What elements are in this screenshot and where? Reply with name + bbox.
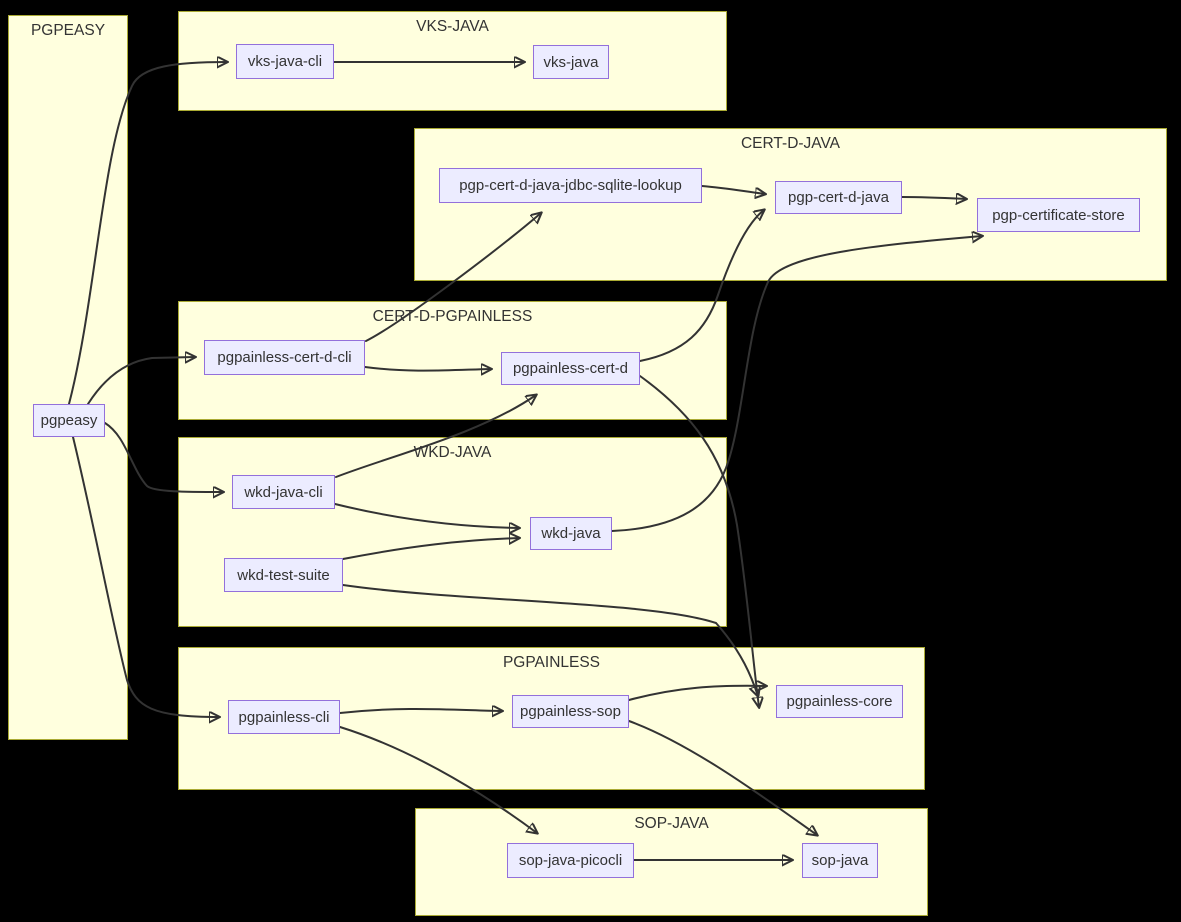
cluster-title-cert-d-java: CERT-D-JAVA [740,135,841,152]
node-sop-java: sop-java [802,843,878,878]
cluster-title-sop-java: SOP-JAVA [634,815,709,832]
node-pgp-certificate-store: pgp-certificate-store [977,198,1140,232]
node-wkd-java: wkd-java [530,517,612,550]
cluster-title-vks-java: VKS-JAVA [416,18,489,35]
cluster-title-wkd-java: WKD-JAVA [413,444,492,461]
node-pgpainless-cert-d: pgpainless-cert-d [501,352,640,385]
node-pgpainless-core: pgpainless-core [776,685,903,718]
node-pgpainless-cert-d-cli: pgpainless-cert-d-cli [204,340,365,375]
node-pgpeasy: pgpeasy [33,404,105,437]
node-vks-java: vks-java [533,45,609,79]
node-pgpainless-sop: pgpainless-sop [512,695,629,728]
cluster-title-pgpainless: PGPAINLESS [502,654,601,671]
node-pgp-cert-d-java: pgp-cert-d-java [775,181,902,214]
node-pgp-cert-d-java-jdbc-sqlite-lookup: pgp-cert-d-java-jdbc-sqlite-lookup [439,168,702,203]
cluster-title-cert-d-pgpainless: CERT-D-PGPAINLESS [372,308,533,325]
cluster-title-pgpeasy: PGPEASY [30,22,106,39]
cluster-pgpeasy: PGPEASY [8,15,128,740]
node-pgpainless-cli: pgpainless-cli [228,700,340,734]
node-wkd-test-suite: wkd-test-suite [224,558,343,592]
cluster-wkd-java: WKD-JAVA [178,437,727,627]
node-vks-java-cli: vks-java-cli [236,44,334,79]
node-sop-java-picocli: sop-java-picocli [507,843,634,878]
node-wkd-java-cli: wkd-java-cli [232,475,335,509]
